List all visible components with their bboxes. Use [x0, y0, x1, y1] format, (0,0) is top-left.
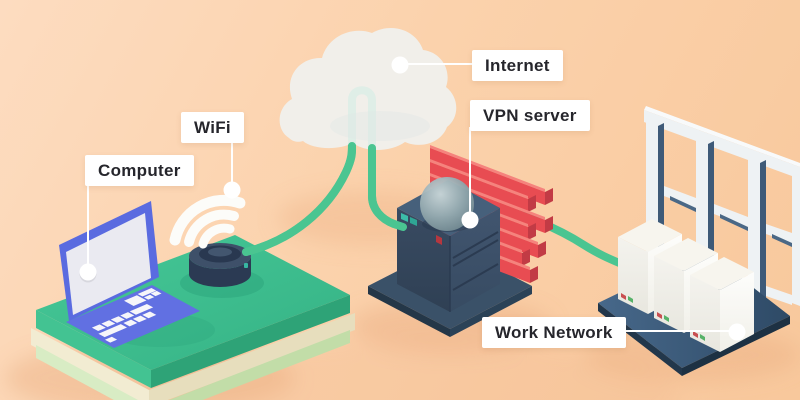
- wifi-router: [189, 243, 251, 287]
- cable-outside-cloud: [242, 142, 407, 256]
- keyboard-keys: [91, 288, 162, 343]
- label-work-network: Work Network: [482, 317, 626, 348]
- internet-cloud: [279, 28, 457, 151]
- vpn-callout-dot: [461, 211, 479, 229]
- label-computer: Computer: [85, 155, 194, 186]
- label-internet: Internet: [472, 50, 563, 81]
- laptop: [59, 201, 200, 348]
- label-vpn-server: VPN server: [470, 100, 590, 131]
- internet-callout-dot: [391, 56, 409, 74]
- server-dome: [420, 177, 474, 231]
- callout-dots: [79, 56, 746, 341]
- wifi-callout-dot: [223, 181, 241, 199]
- wifi-signal-icon: [169, 194, 246, 249]
- work-callout-dot: [728, 323, 746, 341]
- callout-lines: [87, 63, 736, 332]
- work-network-servers: [618, 219, 754, 352]
- computer-callout-dot: [79, 263, 97, 281]
- laptop-screen: [66, 213, 151, 315]
- label-wifi: WiFi: [181, 112, 244, 143]
